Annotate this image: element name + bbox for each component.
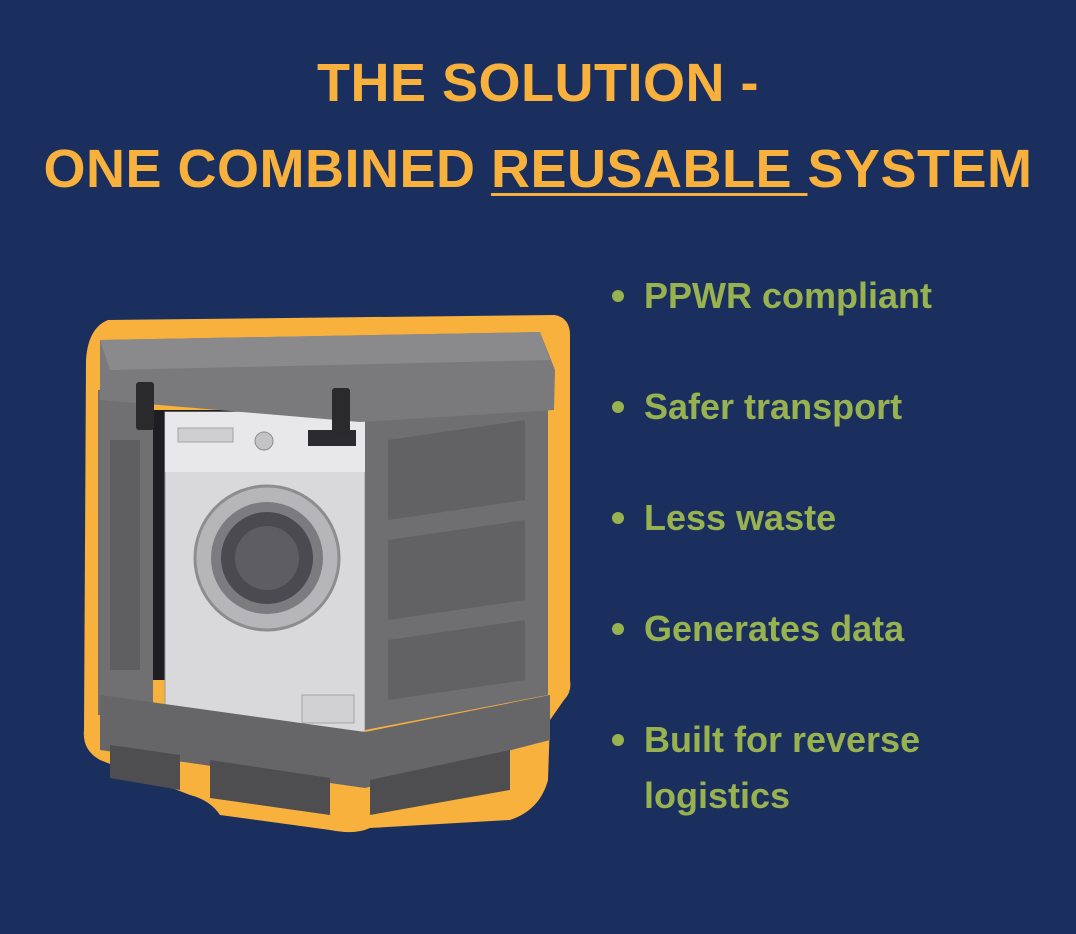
crate-panel-2	[388, 520, 525, 620]
pallet-foot-right	[370, 750, 510, 815]
bullet-dot-icon	[612, 290, 624, 302]
benefit-item: PPWR compliant	[612, 268, 1052, 324]
crate-lid-top	[100, 332, 550, 370]
title-line-2: ONE COMBINED REUSABLE SYSTEM	[0, 126, 1076, 212]
benefits-list: PPWR compliant Safer transport Less wast…	[612, 268, 1052, 879]
title-line-1: THE SOLUTION -	[317, 53, 759, 113]
benefit-item: Generates data	[612, 601, 1052, 657]
pallet-foot-left	[110, 745, 180, 790]
title-underlined-word: REUSABLE	[490, 139, 808, 199]
slide-title: THE SOLUTION - ONE COMBINED REUSABLE SYS…	[0, 40, 1076, 212]
benefit-text: Safer transport	[644, 386, 903, 427]
benefit-item: Built for reverse logistics	[612, 712, 1052, 824]
benefit-item: Less waste	[612, 490, 1052, 546]
title-line-2-end: SYSTEM	[807, 139, 1033, 199]
benefit-text: Generates data	[644, 608, 905, 649]
crate-panel-1	[388, 420, 525, 520]
right-latch-icon	[332, 388, 350, 436]
benefit-item: Safer transport	[612, 379, 1052, 435]
title-line-2-start: ONE COMBINED	[43, 139, 491, 199]
bullet-dot-icon	[612, 734, 624, 746]
benefit-text: Built for reverse logistics	[644, 719, 921, 816]
crate-panel-3	[388, 620, 525, 700]
benefit-text: PPWR compliant	[644, 275, 933, 316]
pallet-foot-middle	[210, 760, 330, 815]
bullet-dot-icon	[612, 401, 624, 413]
washing-machine-icon	[164, 411, 366, 733]
left-latch-icon	[136, 382, 154, 430]
crate-left-post-rib	[110, 440, 140, 670]
washing-machine-crate-illustration	[83, 315, 571, 833]
bullet-dot-icon	[612, 512, 624, 524]
benefit-text: Less waste	[644, 497, 837, 538]
bullet-dot-icon	[612, 623, 624, 635]
